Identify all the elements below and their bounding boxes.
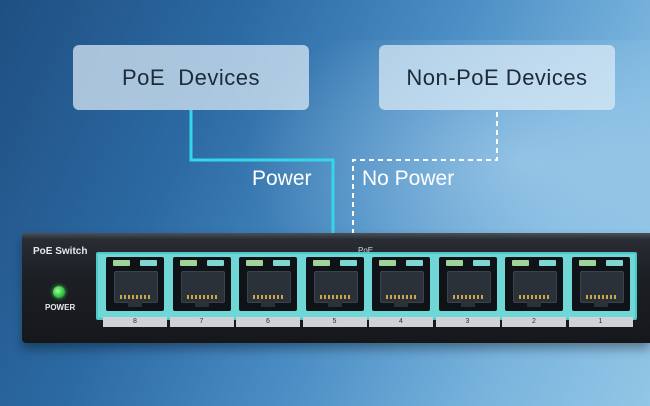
power-led-icon [53, 286, 65, 298]
rj45-pins [319, 295, 350, 299]
activity-led-icon [605, 260, 623, 266]
ethernet-port-5 [305, 257, 364, 311]
link-led-icon [246, 260, 263, 266]
non-poe-devices-label: Non-PoE Devices [406, 64, 588, 90]
poe-power-wire [189, 110, 335, 258]
port-number-label: 2 [502, 317, 566, 327]
rj45-pins [186, 295, 217, 299]
link-led-icon [179, 260, 197, 266]
port-number-label: 7 [169, 317, 234, 327]
port-number-label: 6 [236, 317, 300, 327]
rj45-pins [386, 295, 416, 299]
activity-led-icon [406, 260, 423, 266]
rj45-latch [460, 301, 475, 307]
port-number-label: 5 [302, 317, 367, 327]
activity-led-icon [140, 260, 157, 266]
activity-led-icon [539, 260, 556, 266]
rj45-pins [253, 295, 283, 299]
ethernet-port-1 [571, 257, 630, 311]
port-number-label: 8 [103, 317, 167, 327]
non-poe-devices-box: Non-PoE Devices [379, 45, 615, 110]
rj45-pins [452, 295, 483, 299]
port-number-label: 4 [369, 317, 433, 327]
link-led-icon [578, 260, 596, 266]
link-led-icon [512, 260, 529, 266]
activity-led-icon [273, 260, 290, 266]
poe-port-tag: PoE [358, 246, 374, 255]
ethernet-port-3 [438, 257, 497, 311]
rj45-latch [327, 301, 342, 307]
rj45-latch [394, 301, 408, 307]
link-led-icon [445, 260, 463, 266]
rj45-pins [519, 295, 549, 299]
rj45-latch [194, 301, 209, 307]
rj45-pins [120, 295, 150, 299]
port-number-label: 3 [435, 317, 500, 327]
ethernet-port-7 [172, 257, 231, 311]
link-led-icon [379, 260, 396, 266]
switch-brand-label: PoE Switch [33, 246, 88, 257]
link-led-icon [113, 260, 130, 266]
rj45-latch [593, 301, 608, 307]
power-indicator-label: POWER [45, 303, 76, 312]
rj45-latch [128, 301, 142, 307]
no-power-label: No Power [362, 167, 455, 190]
activity-led-icon [472, 260, 490, 266]
poe-devices-box: PoE Devices [73, 45, 309, 110]
rj45-pins [585, 295, 616, 299]
rj45-latch [261, 301, 275, 307]
ethernet-port-6 [239, 257, 297, 311]
activity-led-icon [339, 260, 357, 266]
switch-top-edge [22, 233, 650, 239]
activity-led-icon [206, 260, 224, 266]
link-led-icon [312, 260, 330, 266]
ethernet-port-4 [372, 257, 430, 311]
non-poe-wire [352, 112, 498, 245]
power-label: Power [252, 167, 312, 190]
poe-devices-label: PoE Devices [121, 64, 261, 90]
ethernet-port-2 [505, 257, 563, 311]
port-number-label: 1 [568, 317, 633, 327]
ethernet-port-8 [106, 257, 164, 311]
rj45-latch [527, 301, 541, 307]
